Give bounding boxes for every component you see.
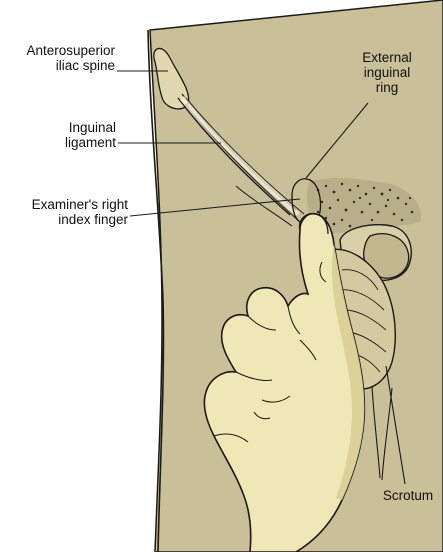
glove-shadow [331,244,365,500]
index-fingertip [299,213,329,235]
cord-lines-lower [371,385,393,481]
external-inguinal-ring [291,178,322,225]
label-examiners-index-finger: Examiner's right index finger [0,197,128,227]
label-inguinal-line1: Inguinal [68,120,116,135]
pubic-hair [306,177,421,234]
label-anterosuperior-line1: Anterosuperior [26,43,115,58]
gloved-hand [203,212,366,552]
cord-line [235,185,293,227]
label-ring-line3: ring [375,80,399,95]
label-anterosuperior-line2: iliac spine [55,58,115,73]
label-finger-line2: index finger [58,212,128,227]
glove-creases [213,261,327,443]
label-finger-line1: Examiner's right [31,197,128,212]
glans [363,233,410,279]
label-inguinal-ligament: Inguinal ligament [0,120,116,150]
label-scrotum-text: Scrotum [382,488,434,503]
label-anterosuperior-iliac-spine: Anterosuperior iliac spine [0,43,115,73]
leader-index-finger [129,198,301,217]
leader-lines [117,70,406,485]
label-external-inguinal-ring: External inguinal ring [345,50,429,95]
leader-scrotum [385,365,406,485]
label-ring-line2: inguinal [363,65,411,80]
label-ring-line1: External [362,50,412,65]
label-inguinal-line2: ligament [64,135,116,150]
label-scrotum: Scrotum [375,488,441,503]
ligament-light-band [180,96,300,216]
leader-external-ring [305,102,369,179]
thigh-contour [147,29,165,552]
